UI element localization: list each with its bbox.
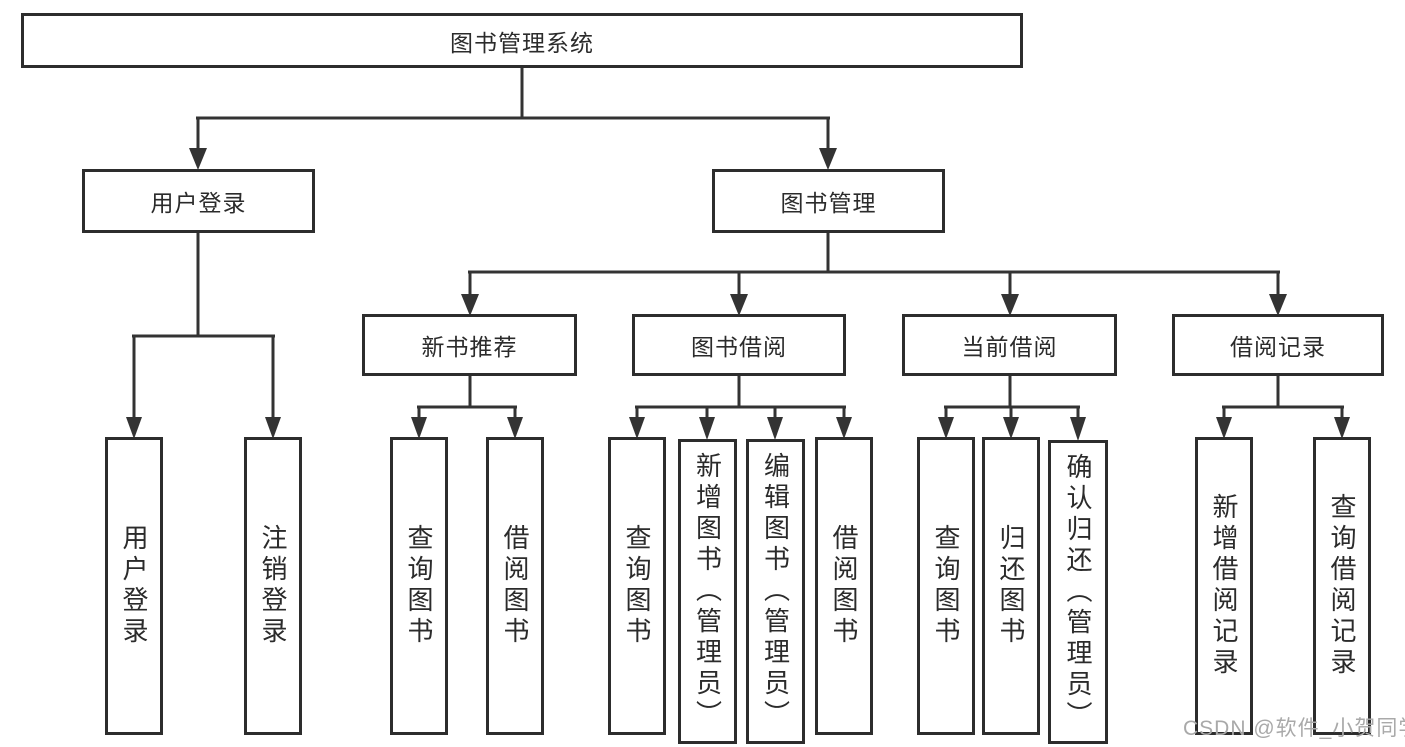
leaf-cb-query-books: 查询图书 [917,437,975,735]
leaf-user-login: 用户登录 [105,437,163,735]
node-book-management-label: 图书管理 [780,190,877,216]
leaf-nbr-query-books: 查询图书 [390,437,448,735]
node-current-borrow: 当前借阅 [902,314,1117,376]
node-book-borrow-label: 图书借阅 [691,334,787,360]
leaf-bb-query-books: 查询图书 [608,437,666,735]
leaf-bb-add-books-admin: 新增图书（管理员） [678,439,737,744]
node-current-borrow-label: 当前借阅 [961,334,1058,360]
leaf-bb-edit-books-admin: 编辑图书（管理员） [746,439,805,744]
leaf-cb-return-books-label: 归还图书 [996,524,1026,648]
leaf-br-add-record: 新增借阅记录 [1195,437,1253,735]
leaf-bb-add-books-admin-label: 新增图书（管理员） [692,452,723,731]
node-root-label: 图书管理系统 [450,29,594,56]
leaf-logout-label: 注销登录 [258,524,288,648]
node-new-book-recommend: 新书推荐 [362,314,577,376]
node-root: 图书管理系统 [21,13,1023,68]
node-new-book-recommend-label: 新书推荐 [421,334,518,360]
leaf-cb-return-books: 归还图书 [982,437,1040,735]
node-user-login-label: 用户登录 [150,190,247,216]
leaf-bb-query-books-label: 查询图书 [622,524,652,648]
leaf-nbr-query-books-label: 查询图书 [404,524,434,648]
node-book-borrow: 图书借阅 [632,314,846,376]
leaf-cb-confirm-return-admin-label: 确认归还（管理员） [1063,452,1093,732]
leaf-br-query-record-label: 查询借阅记录 [1327,493,1357,679]
leaf-nbr-borrow-books-label: 借阅图书 [500,524,530,648]
leaf-user-login-label: 用户登录 [119,524,149,648]
watermark: CSDN @软件_小贺同学 [1183,717,1405,740]
leaf-br-add-record-label: 新增借阅记录 [1209,493,1239,679]
leaf-bb-edit-books-admin-label: 编辑图书（管理员） [760,452,791,731]
leaf-cb-confirm-return-admin: 确认归还（管理员） [1048,440,1108,744]
leaf-cb-query-books-label: 查询图书 [931,524,961,648]
leaf-bb-borrow-books: 借阅图书 [815,437,873,735]
leaf-logout: 注销登录 [244,437,302,735]
node-borrow-records: 借阅记录 [1172,314,1384,376]
leaf-br-query-record: 查询借阅记录 [1313,437,1371,735]
node-borrow-records-label: 借阅记录 [1230,334,1326,360]
leaf-bb-borrow-books-label: 借阅图书 [829,524,859,648]
node-book-management: 图书管理 [712,169,945,233]
leaf-nbr-borrow-books: 借阅图书 [486,437,544,735]
node-user-login: 用户登录 [82,169,315,233]
